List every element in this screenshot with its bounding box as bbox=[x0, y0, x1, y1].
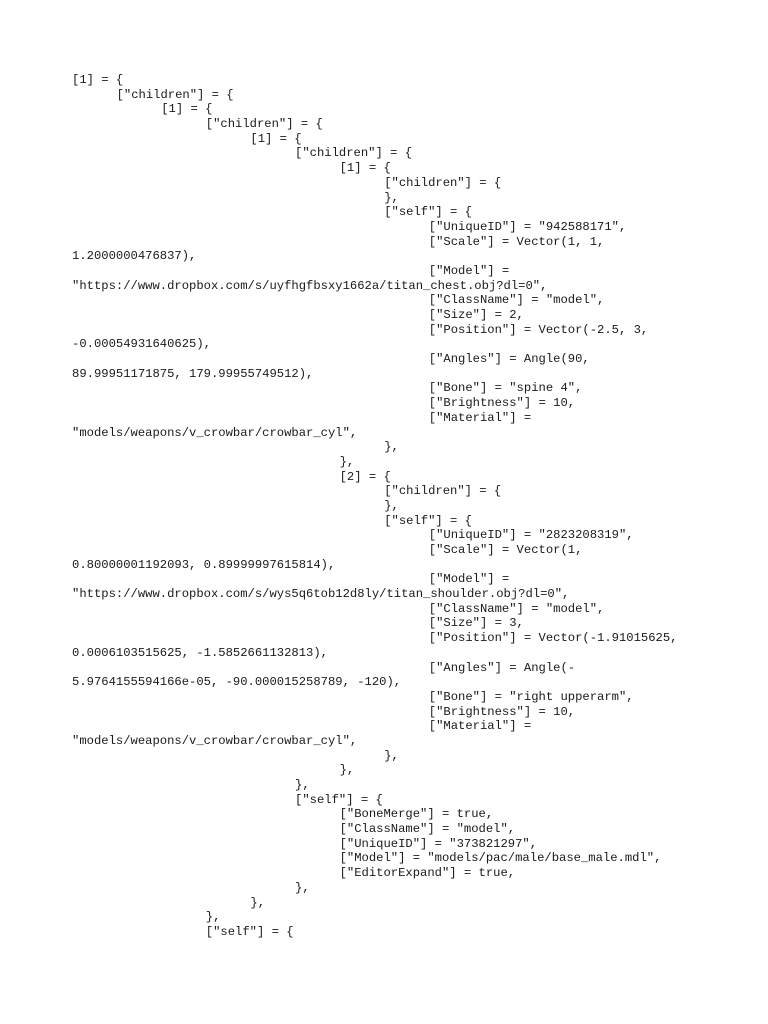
code-line: [1] = { bbox=[250, 131, 302, 146]
code-line: }, bbox=[250, 895, 266, 910]
code-line: ["BoneMerge"] = true, bbox=[339, 807, 494, 822]
code-line: }, bbox=[295, 778, 310, 792]
code-line: ["Brightness"] = 10, bbox=[428, 396, 576, 411]
code-line: ["Material"] = bbox=[428, 719, 532, 734]
code-line: [2] = { bbox=[339, 469, 391, 484]
code-line: 89.99951171875, 179.99955749512), bbox=[72, 366, 314, 381]
code-line: ["Angles"] = Angle(- bbox=[428, 660, 576, 675]
code-line: [1] = { bbox=[72, 73, 124, 87]
code-line: }, bbox=[384, 498, 399, 513]
code-line: ["Material"] = bbox=[428, 410, 532, 425]
code-line: 0.0006103515625, -1.5852661132813), bbox=[72, 645, 328, 660]
code-line: ["Model"] = bbox=[428, 263, 510, 278]
code-line: ["children"] = { bbox=[384, 175, 502, 190]
code-line: 1.2000000476837), bbox=[72, 249, 197, 264]
code-line: ["Model"] = bbox=[428, 572, 510, 587]
code-line: }, bbox=[339, 454, 355, 469]
code-line: ["Bone"] = "right upperarm", bbox=[428, 689, 634, 704]
code-line: "models/weapons/v_crowbar/crowbar_cyl", bbox=[72, 733, 358, 748]
code-line: ["Brightness"] = 10, bbox=[428, 704, 576, 719]
code-line: }, bbox=[295, 880, 310, 895]
code-line: [1] = { bbox=[161, 102, 213, 117]
code-line: ["children"] = { bbox=[384, 484, 502, 499]
code-line: ["UniqueID"] = "2823208319", bbox=[428, 528, 634, 543]
code-line: ["self"] = { bbox=[295, 792, 383, 807]
code-line: 0.80000001192093, 0.89999997615814), bbox=[72, 557, 336, 572]
code-line: ["EditorExpand"] = true, bbox=[339, 866, 516, 881]
code-document: [1] = {["children"] = {[1] = {["children… bbox=[72, 73, 752, 940]
code-line: ["Scale"] = Vector(1, 1, bbox=[428, 234, 605, 249]
code-line: ["children"] = { bbox=[295, 146, 413, 161]
code-line: ["Bone"] = "spine 4", bbox=[428, 381, 583, 396]
code-line: "https://www.dropbox.com/s/wys5q6tob12d8… bbox=[72, 587, 570, 602]
code-line: }, bbox=[384, 190, 399, 205]
code-line: ["Model"] = "models/pac/male/base_male.m… bbox=[339, 851, 662, 866]
code-line: ["children"] = { bbox=[116, 87, 234, 102]
code-line: ["UniqueID"] = "373821297", bbox=[339, 836, 538, 851]
code-line: }, bbox=[205, 910, 221, 925]
code-line: ["ClassName"] = "model", bbox=[428, 293, 605, 308]
code-line: ["ClassName"] = "model", bbox=[339, 822, 516, 837]
code-line: ["Size"] = 3, bbox=[428, 616, 524, 631]
code-line: "https://www.dropbox.com/s/uyfhgfbsxy166… bbox=[72, 278, 548, 293]
code-line: 5.9764155594166e-05, -90.000015258789, -… bbox=[72, 675, 402, 690]
code-line: }, bbox=[384, 440, 399, 455]
code-line: [1] = { bbox=[339, 161, 391, 176]
code-line: ["UniqueID"] = "942588171", bbox=[428, 219, 627, 234]
code-line: }, bbox=[339, 763, 355, 778]
code-line: ["Size"] = 2, bbox=[428, 308, 524, 322]
code-line: ["self"] = { bbox=[384, 205, 472, 220]
code-line: ["self"] = { bbox=[205, 924, 294, 939]
code-line: ["children"] = { bbox=[205, 117, 323, 132]
code-line: ["ClassName"] = "model", bbox=[428, 601, 605, 616]
code-line: -0.00054931640625), bbox=[72, 337, 211, 352]
code-line: ["Position"] = Vector(-1.91015625, bbox=[428, 631, 678, 646]
code-line: ["self"] = { bbox=[384, 513, 472, 528]
code-line: ["Position"] = Vector(-2.5, 3, bbox=[428, 322, 649, 337]
code-line: ["Scale"] = Vector(1, bbox=[428, 543, 583, 557]
code-line: }, bbox=[384, 748, 399, 763]
code-line: ["Angles"] = Angle(90, bbox=[428, 352, 590, 367]
code-line: "models/weapons/v_crowbar/crowbar_cyl", bbox=[72, 425, 358, 440]
